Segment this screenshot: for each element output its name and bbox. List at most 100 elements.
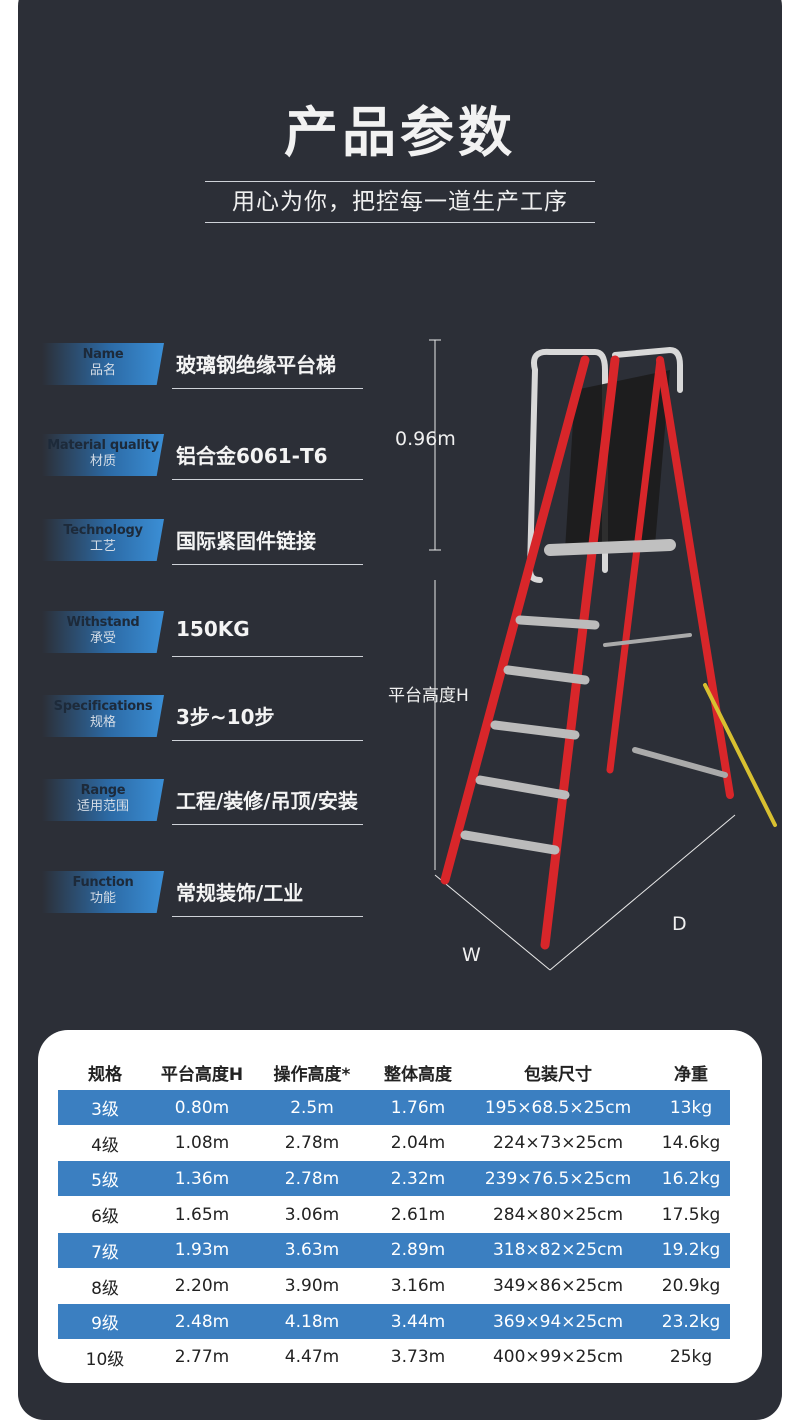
spec-label-zh: 功能 <box>89 891 116 906</box>
table-cell: 1.36m <box>174 1168 230 1189</box>
table-cell: 0.80m <box>174 1097 230 1118</box>
table-cell: 318×82×25cm <box>492 1240 624 1261</box>
divider <box>172 388 363 389</box>
table-cell: 2.32m <box>390 1168 446 1189</box>
table-cell: 224×73×25cm <box>492 1133 624 1154</box>
table-cell: 3.63m <box>284 1240 340 1261</box>
spec-label-zh: 适用范围 <box>76 799 129 814</box>
divider <box>172 824 363 825</box>
table-cell: 包装尺寸 <box>524 1065 592 1085</box>
table-cell: 2.61m <box>390 1204 446 1225</box>
spec-label-zh: 材质 <box>89 454 116 469</box>
table-row: 5级 1.36m 2.78m 2.32m 239×76.5×25cm 16.2kg <box>58 1161 730 1197</box>
width-label: W <box>462 944 481 966</box>
table-cell: 20.9kg <box>661 1276 721 1296</box>
table-cell: 4.47m <box>284 1347 340 1368</box>
table-cell: 2.89m <box>390 1240 446 1261</box>
table-cell: 整体高度 <box>384 1065 452 1085</box>
spec-label-en: Material quality <box>47 438 159 453</box>
table-cell: 4.18m <box>284 1311 340 1332</box>
ladder-illustration <box>429 339 777 971</box>
table-row: 10级 2.77m 4.47m 3.73m 400×99×25cm 25kg <box>58 1340 730 1375</box>
divider <box>172 916 363 917</box>
spec-label-en: Range <box>80 783 126 798</box>
spec-label-en: Withstand <box>66 615 140 630</box>
table-cell: 3.44m <box>390 1311 446 1332</box>
table-cell: 195×68.5×25cm <box>484 1097 632 1118</box>
table-cell: 3.90m <box>284 1276 340 1296</box>
spec-label-en: Specifications <box>53 699 153 714</box>
table-cell: 2.78m <box>284 1168 340 1189</box>
table-cell: 400×99×25cm <box>492 1347 624 1368</box>
table-cell: 25kg <box>669 1347 713 1368</box>
table-cell: 2.77m <box>174 1347 230 1368</box>
spec-label-zh: 品名 <box>89 363 116 378</box>
table-row: 6级 1.65m 3.06m 2.61m 284×80×25cm 17.5kg <box>58 1197 730 1232</box>
table-cell: 3.06m <box>284 1204 340 1225</box>
table-cell: 3.73m <box>390 1347 446 1368</box>
table-cell: 7级 <box>91 1242 119 1263</box>
page-title: 产品参数 <box>284 101 516 164</box>
table-cell: 13kg <box>669 1097 713 1118</box>
table-cell: 9级 <box>91 1314 119 1335</box>
table-cell: 19.2kg <box>661 1240 721 1261</box>
table-cell: 净重 <box>674 1065 708 1085</box>
subtitle: 用心为你，把控每一道生产工序 <box>205 181 595 223</box>
spec-value: 铝合金6061-T6 <box>176 444 328 468</box>
table-cell: 1.76m <box>390 1097 446 1118</box>
table-cell: 4级 <box>91 1135 119 1156</box>
table-cell: 1.93m <box>174 1240 230 1261</box>
depth-label: D <box>672 913 687 935</box>
table-cell: 16.2kg <box>661 1168 721 1189</box>
table-cell: 10级 <box>85 1349 125 1370</box>
table-cell: 2.48m <box>174 1311 230 1332</box>
divider <box>172 656 363 657</box>
table-cell: 17.5kg <box>661 1204 721 1225</box>
table-cell: 8级 <box>91 1278 119 1299</box>
spec-value: 国际紧固件链接 <box>176 529 316 553</box>
spec-label-en: Function <box>72 875 134 890</box>
table-cell: 2.5m <box>290 1097 334 1118</box>
spec-value: 工程/装修/吊顶/安装 <box>176 789 358 813</box>
table-cell: 2.20m <box>174 1276 230 1296</box>
table-row: 3级 0.80m 2.5m 1.76m 195×68.5×25cm 13kg <box>58 1090 730 1125</box>
spec-label-en: Name <box>82 347 124 362</box>
table-row: 7级 1.93m 3.63m 2.89m 318×82×25cm 19.2kg <box>58 1232 730 1268</box>
spec-label-zh: 承受 <box>89 631 116 646</box>
table-cell: 5级 <box>91 1171 119 1192</box>
table-cell: 2.78m <box>284 1133 340 1154</box>
spec-value: 3步~10步 <box>176 705 275 729</box>
table-cell: 369×94×25cm <box>492 1311 624 1332</box>
divider <box>172 740 363 741</box>
dimension-lines <box>429 339 736 971</box>
table-cell: 3级 <box>91 1100 119 1120</box>
table-cell: 6级 <box>91 1207 119 1228</box>
table-cell: 1.65m <box>174 1204 230 1225</box>
table-cell: 284×80×25cm <box>492 1204 624 1225</box>
platform-height-label: 平台高度H <box>388 686 469 706</box>
spec-value: 150KG <box>176 617 250 641</box>
spec-value: 玻璃钢绝缘平台梯 <box>176 353 336 377</box>
divider <box>172 479 363 480</box>
table-cell: 规格 <box>88 1065 122 1085</box>
spec-label-zh: 规格 <box>89 715 116 730</box>
table-cell: 239×76.5×25cm <box>484 1168 632 1189</box>
spec-value: 常规装饰/工业 <box>176 881 304 905</box>
spec-label-zh: 工艺 <box>89 539 116 554</box>
table-cell: 1.08m <box>174 1133 230 1154</box>
table-cell: 3.16m <box>390 1276 446 1296</box>
table-cell: 14.6kg <box>661 1133 721 1154</box>
table-cell: 操作高度* <box>273 1065 351 1085</box>
